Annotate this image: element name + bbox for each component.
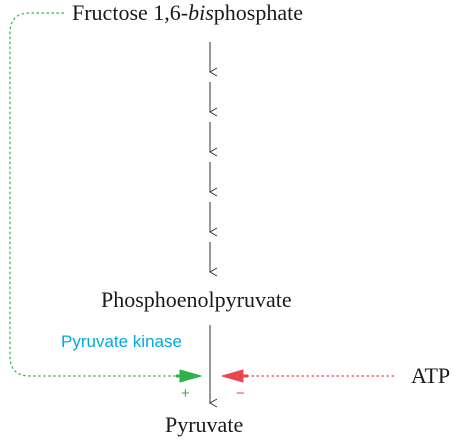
activation-sign: + xyxy=(181,385,190,402)
pyruvate-kinase-label: Pyruvate kinase xyxy=(61,332,182,351)
inhibition-arrow-icon xyxy=(221,369,244,383)
phosphoenolpyruvate-label: Phosphoenolpyruvate xyxy=(101,287,292,312)
pyruvate-label: Pyruvate xyxy=(165,412,244,437)
fructose-suffix: phosphate xyxy=(213,0,303,25)
inhibition-sign: − xyxy=(236,385,245,402)
feedforward-activation-line xyxy=(9,12,180,377)
fructose-italic-part: bis xyxy=(188,0,214,25)
fructose-prefix: Fructose 1,6- xyxy=(72,0,189,25)
fructose-bisphosphate-label: Fructose 1,6-bisphosphate xyxy=(72,0,303,26)
atp-label: ATP xyxy=(411,363,451,388)
